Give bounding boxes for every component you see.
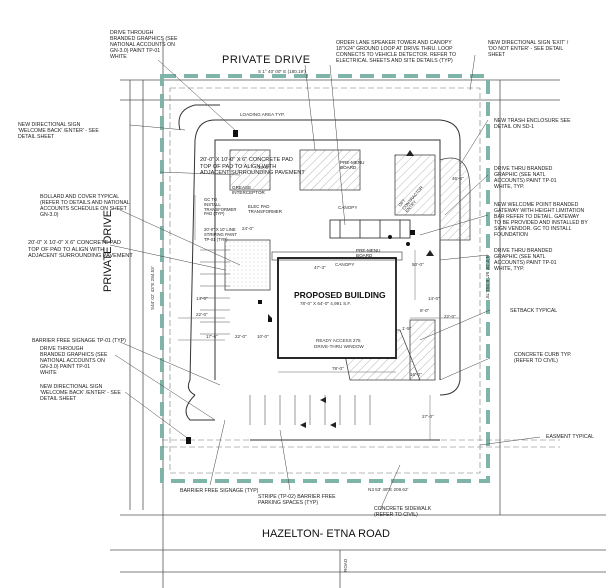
- gc-transformer-label: GC TO INSTALL TRANSFORMER PAD (TYP): [204, 197, 237, 217]
- dim-right-small: 8'-0": [420, 308, 430, 313]
- private-drive-top-label: PRIVATE DRIVE: [222, 54, 311, 66]
- pre-menu-label: PRE-MENU BOARD: [356, 248, 381, 258]
- callout-barrier-free-left: BARRIER FREE SIGNAGE TP-01 (TYP): [32, 338, 126, 344]
- dimension-lines: [178, 195, 460, 440]
- road-small-label: ROAD: [343, 558, 348, 572]
- callout-stripe-bottom: STRIPE (TP-02) BARRIER FREE PARKING SPAC…: [258, 494, 336, 506]
- callout-sidewalk: CONCRETE SIDEWALK (REFER TO CIVIL): [374, 506, 432, 518]
- dim-right-mid: 16'-0": [410, 372, 422, 377]
- bearing-left: S44' 02' 43"E 284.53': [150, 266, 155, 310]
- callout-drive-through-left: DRIVE THROUGH BRANDED GRAPHICS (SEE NATI…: [40, 346, 108, 376]
- dim-tiny: 1'-5": [402, 326, 412, 331]
- callout-stripe-left: 20'-0" X 10' LINE STRIPING PAINT TP-01 (…: [204, 227, 237, 242]
- dim-top-queue: 39'-6": [258, 165, 270, 170]
- elec-pad-label: ELEC PAD TRANSFORMER: [248, 204, 282, 214]
- callout-trash-enclosure: NEW TRASH ENCLOSURE SEE DETAIL ON SD-1: [494, 118, 571, 130]
- bearing-bottom: N3 53' 49"E 209.62': [368, 487, 409, 492]
- dim-left-stall: 14'-0": [196, 296, 208, 301]
- callout-pad-top: 20'-0" X 10'-0" X 6" CONCRETE PAD TOP OF…: [200, 157, 305, 176]
- proposed-building-footprint: [271, 251, 403, 359]
- drive-thru-window: DRIVE-THRU WINDOW: [314, 344, 364, 349]
- dim-right-upper: 14'-0": [428, 296, 440, 301]
- callout-easement: EASMENT TYPICAL: [546, 434, 594, 440]
- drive-thru-canopy: [329, 219, 411, 239]
- dim-right-aisle: 22'-0": [444, 314, 456, 319]
- dim-right-long: 50'-0": [412, 262, 424, 267]
- dim-left-gap: 22'-0": [235, 334, 247, 339]
- dim-left-drive: 24'-0": [242, 226, 254, 231]
- callout-setback: SETBACK TYPICAL: [510, 308, 558, 314]
- bearing-right: N 0' 28' 54" E 281.78': [485, 255, 490, 299]
- dim-building-width: 78'-0": [332, 366, 344, 371]
- dim-left-aisle: 22'-0": [196, 312, 208, 317]
- dim-right-lower: 27'-0": [422, 414, 434, 419]
- property-line: [160, 74, 490, 483]
- callout-pad-left: 20'-0" X 10'-0" X 6" CONCRETE PAD TOP OF…: [28, 240, 133, 259]
- dim-left-pad: 10'-0": [257, 334, 269, 339]
- loading-area-label: LOADING AREA TYP.: [240, 112, 285, 117]
- callout-welcome-bottom: NEW DIRECTIONAL SIGN 'WELCOME BACK' /ENT…: [40, 384, 121, 402]
- callout-bollard: BOLLARD AND COVER TYPICAL (REFER TO DETA…: [40, 194, 130, 218]
- leader-lines: [109, 54, 541, 511]
- dim-canopy-width: 47'-3": [314, 265, 326, 270]
- callout-gateway: NEW WELCOME POINT BRANDED GATEWAY WITH H…: [494, 202, 588, 238]
- callout-concrete-curb: CONCRETE CURB TYP. (REFER TO CIVIL): [514, 352, 572, 364]
- callout-directional-exit: NEW DIRECTIONAL SIGN 'EXIT' / 'DO NOT EN…: [488, 40, 569, 58]
- grease-interceptor-label: GREASE INTERCEPTOR: [232, 185, 265, 195]
- callout-drive-thru-branded-2: DRIVE THRU BRANDED GRAPHIC (SEE NATL ACC…: [494, 248, 557, 272]
- signs-markers: [186, 130, 415, 444]
- callout-drive-thru-branded-1: DRIVE THRU BRANDED GRAPHIC (SEE NATL ACC…: [494, 166, 557, 190]
- bearing-top: S 1° 40' 00" E (180.19'): [258, 69, 306, 74]
- callout-welcome-left: NEW DIRECTIONAL SIGN 'WELCOME BACK' /ENT…: [18, 122, 99, 140]
- building-size: 78'-0" X 64'-0" 4,991 S.F.: [300, 301, 351, 306]
- ready-access: READY ACCESS 275: [316, 338, 361, 343]
- building-title: PROPOSED BUILDING: [294, 290, 386, 300]
- callout-drive-through-top: DRIVE THROUGH BRANDED GRAPHICS (SEE NATI…: [110, 30, 178, 60]
- parking-stalls: [200, 249, 371, 425]
- dim-left-offset: 17'-6": [206, 334, 218, 339]
- dim-right-queue: 45'-8": [452, 176, 464, 181]
- canopy-top-label: CANOPY: [338, 205, 358, 210]
- canopy-label: CANOPY: [335, 262, 355, 267]
- callout-order-lane: ORDER LANE SPEAKER TOWER AND CANOPY 18"X…: [336, 40, 457, 64]
- pre-menu-top-label: PRE-MENU BOARD: [340, 160, 365, 170]
- hazelton-road-label: HAZELTON- ETNA ROAD: [262, 528, 390, 540]
- callout-barrier-free-bottom: BARRIER FREE SIGNAGE (TYP): [180, 488, 259, 494]
